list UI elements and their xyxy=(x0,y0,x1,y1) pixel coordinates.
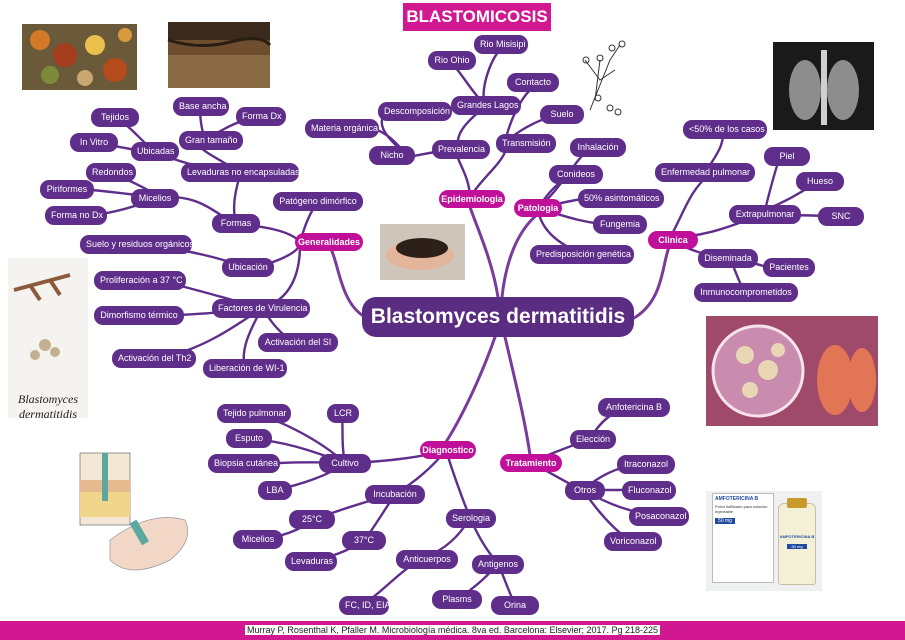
node-cultivo: Cultivo xyxy=(319,454,371,473)
hands-soil-photo xyxy=(380,224,465,280)
node-anticuerpos: Anticuerpos xyxy=(396,550,458,569)
amphotericin-vial-photo: AMFOTERICINA B Polvo liofilizado para so… xyxy=(706,491,822,591)
category-generalidades: Generalidades xyxy=(295,233,363,251)
chest-xray-photo xyxy=(773,42,874,130)
conidiophore-drawing xyxy=(582,40,626,116)
node-otros: Otros xyxy=(565,481,605,500)
node-predisposicion: Predisposición genética xyxy=(530,245,634,264)
node-piriformes: Piriformes xyxy=(40,180,94,199)
node-descomposicion: Descomposición xyxy=(378,102,452,121)
node-materia-organica: Materia orgánica xyxy=(305,119,379,138)
node-voriconazol: Voriconazol xyxy=(604,532,662,551)
node-prevalencia: Prevalencia xyxy=(432,140,490,159)
reference-text: Murray P, Rosenthal K, Pfaller M. Microb… xyxy=(244,625,661,635)
node-gran-tamano: Gran tamaño xyxy=(179,131,243,150)
node-conidios: Conideos xyxy=(549,165,603,184)
bottle-dose: 50 mg xyxy=(787,544,807,549)
category-diagnostico: Diagnostico xyxy=(420,441,476,459)
node-proliferacion: Proliferación a 37 °C xyxy=(94,271,186,290)
node-hueso: Hueso xyxy=(796,172,844,191)
node-ubicadas: Ubicadas xyxy=(131,142,179,161)
node-factores: Factores de Virulencia xyxy=(212,299,310,318)
hyphae-yeast-sketch xyxy=(8,258,88,418)
node-micelios-diag: Micelios xyxy=(233,530,283,549)
node-fluconazol: Fluconazol xyxy=(622,481,676,500)
node-casos: <50% de los casos xyxy=(683,120,767,139)
drug-bottle: AMFOTERICINA B 50 mg xyxy=(778,498,816,585)
node-base-ancha: Base ancha xyxy=(173,97,229,116)
node-temp25: 25°C xyxy=(289,510,335,529)
node-lcr: LCR xyxy=(327,404,359,423)
node-antigenos: Antigenos xyxy=(472,555,524,574)
yeast-lung-illustration xyxy=(706,316,878,426)
node-fungemia: Fungemia xyxy=(593,215,647,234)
compost-photo xyxy=(22,24,137,90)
category-tratamiento: Tratamiento xyxy=(500,454,562,472)
node-micelios-gen: Micelios xyxy=(131,189,179,208)
node-inhalacion: Inhalación xyxy=(570,138,626,157)
category-clinica: Clinica xyxy=(648,231,698,249)
node-piel: Piel xyxy=(764,147,810,166)
node-liberacion: Liberación de WI-1 xyxy=(203,359,287,378)
node-levaduras: Levaduras xyxy=(285,552,337,571)
node-nicho: Nicho xyxy=(369,146,415,165)
node-rio-ohio: Rio Ohio xyxy=(428,51,476,70)
node-orina: Orina xyxy=(491,596,539,615)
node-suelo-residuos: Suelo y residuos orgánicos xyxy=(80,235,194,254)
node-patogeno-dimorfico: Patógeno dimórfico xyxy=(273,192,363,211)
node-tejido-pulmonar: Tejido pulmonar xyxy=(217,404,291,423)
bottle-brand: AMFOTERICINA B xyxy=(779,534,815,539)
node-grandes-lagos: Grandes Lagos xyxy=(451,96,521,115)
skin-biopsy-drawing xyxy=(79,452,189,571)
node-suelo: Suelo xyxy=(540,105,584,124)
node-forma-no-dx: Forma no Dx xyxy=(45,206,107,225)
node-transmision: Transmisión xyxy=(496,134,556,153)
node-serologia: Serologia xyxy=(446,509,496,528)
node-forma-dx: Forma Dx xyxy=(236,107,286,126)
node-enfermedad-pulmonar: Enfermedad pulmonar xyxy=(655,163,755,182)
node-dimorfismo: Dimorfismo térmico xyxy=(94,306,184,325)
node-eleccion: Elección xyxy=(570,430,616,449)
node-itraconazol: Itraconazol xyxy=(617,455,675,474)
node-formas: Formas xyxy=(212,214,260,233)
node-fc-id-eia: FC, ID, EIA xyxy=(339,596,391,615)
category-epidemiologia: Epidemiologia xyxy=(439,190,505,208)
node-plasma: Plasms xyxy=(432,590,482,609)
node-activacion-si: Activación del SI xyxy=(258,333,338,352)
node-lba: LBA xyxy=(258,481,292,500)
node-snc: SNC xyxy=(818,207,864,226)
node-anfotericina: Anfotericina B xyxy=(598,398,670,417)
central-node: Blastomyces dermatitidis xyxy=(362,297,634,337)
node-incubacion: Incubación xyxy=(365,485,425,504)
drug-box: AMFOTERICINA B Polvo liofilizado para so… xyxy=(712,493,774,583)
soil-layers-photo xyxy=(167,22,272,88)
node-levaduras-no-encapsuladas: Levaduras no encapsuladas xyxy=(181,163,300,182)
node-rio-misisipi: Rio Misisipi xyxy=(474,35,528,54)
reference-footer: Murray P, Rosenthal K, Pfaller M. Microb… xyxy=(0,621,905,640)
node-tejidos: Tejidos xyxy=(91,108,139,127)
box-dose: 50 mg xyxy=(715,518,735,524)
box-brand: AMFOTERICINA B xyxy=(715,496,759,502)
node-temp37: 37°C xyxy=(342,531,386,550)
node-asintomaticos: 50% asintomáticos xyxy=(578,189,664,208)
node-inmunocomprometidos: Inmunocomprometidos xyxy=(694,283,798,302)
node-biopsia: Biopsia cutánea xyxy=(208,454,280,473)
box-subtitle: Polvo liofilizado para solución inyectab… xyxy=(715,504,768,514)
category-patologia: Patologia xyxy=(514,199,562,217)
figure-caption: Blastomyces dermatitidis xyxy=(18,392,78,421)
node-ubicacion: Ubicación xyxy=(222,258,274,277)
page-title: BLASTOMICOSIS xyxy=(403,3,551,31)
node-pacientes: Pacientes xyxy=(763,258,815,277)
node-esputo: Esputo xyxy=(226,429,272,448)
node-in-vitro: In Vitro xyxy=(70,133,118,152)
node-redondos: Redondos xyxy=(86,163,136,182)
node-activacion-th2: Activación del Th2 xyxy=(112,349,196,368)
node-posaconazol: Posaconazol xyxy=(629,507,689,526)
node-contacto: Contacto xyxy=(507,73,559,92)
node-diseminada: Diseminada xyxy=(698,249,758,268)
node-extrapulmonar: Extrapulmonar xyxy=(729,205,801,224)
